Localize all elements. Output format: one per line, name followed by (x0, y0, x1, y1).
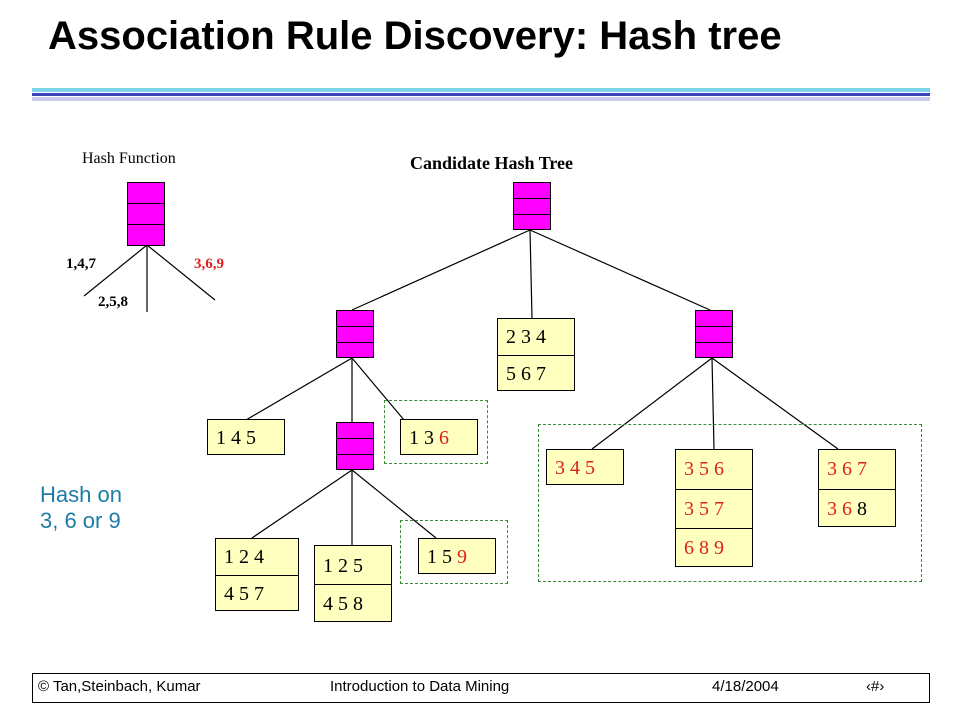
itemset-row: 3 6 7 (827, 458, 867, 480)
root-node (513, 182, 551, 230)
title-rule-purple (32, 93, 930, 96)
branch-label-147: 1,4,7 (66, 256, 96, 272)
edge-right-345 (591, 357, 713, 450)
bucket-125: 1 2 5 4 5 8 (314, 545, 392, 622)
bucket-124: 1 2 4 4 5 7 (215, 538, 299, 611)
edge-ll-124 (251, 469, 353, 539)
itemset-row: 5 6 7 (498, 355, 574, 391)
footer-authors: © Tan,Steinbach, Kumar (38, 678, 201, 695)
itemset-row: 4 5 7 (216, 575, 298, 611)
hash-on-line2: 3, 6 or 9 (40, 508, 121, 533)
bucket-159: 1 5 9 (418, 538, 496, 574)
edge-ll-159 (351, 469, 437, 539)
edge-left-136 (351, 357, 405, 421)
edge-root-middle (529, 229, 533, 319)
footer-page-number: ‹#› (866, 678, 885, 695)
title-rule-blue (32, 88, 930, 92)
legend-edge-right (146, 244, 216, 301)
dashed-group-136 (384, 400, 488, 464)
itemset-row: 4 5 8 (315, 584, 391, 622)
itemset-row: 1 5 9 (427, 546, 467, 568)
bucket-234: 2 3 4 5 6 7 (497, 318, 575, 391)
itemset-row: 1 3 6 (409, 427, 449, 449)
right-node (695, 310, 733, 358)
itemset-row: 6 8 9 (676, 528, 752, 566)
edge-root-left (351, 229, 531, 311)
itemset-row: 3 5 6 (684, 458, 724, 480)
left-node (336, 310, 374, 358)
edge-right-367 (711, 357, 839, 450)
edge-left-145 (245, 357, 353, 421)
dashed-group-159 (400, 520, 508, 584)
hash-on-line1: Hash on (40, 482, 122, 507)
lower-left-node (336, 422, 374, 470)
edge-right-356 (711, 357, 715, 450)
itemset-row: 1 2 4 (224, 546, 264, 568)
footer-course: Introduction to Data Mining (330, 678, 510, 695)
bucket-136: 1 3 6 (400, 419, 478, 455)
candidate-tree-label: Candidate Hash Tree (410, 153, 574, 173)
bucket-145: 1 4 5 (207, 419, 285, 455)
hash-function-node (127, 182, 165, 246)
title-rule-light (32, 97, 930, 101)
bucket-367: 3 6 7 3 6 8 (818, 449, 896, 527)
footer-bar (32, 673, 930, 703)
itemset-row: 3 4 5 (555, 457, 595, 479)
dashed-group-right (538, 424, 922, 582)
itemset-row: 3 6 8 (819, 489, 895, 527)
branch-label-258: 2,5,8 (98, 294, 128, 310)
slide-title: Association Rule Discovery: Hash tree (48, 14, 782, 58)
bucket-356: 3 5 6 3 5 7 6 8 9 (675, 449, 753, 567)
hash-function-label: Hash Function (82, 150, 176, 167)
itemset-row: 1 4 5 (216, 427, 256, 449)
itemset-row: 1 2 5 (323, 555, 363, 577)
bucket-345: 3 4 5 (546, 449, 624, 485)
edge-root-right (529, 229, 711, 311)
itemset-row: 2 3 4 (506, 326, 546, 348)
footer-date: 4/18/2004 (712, 678, 779, 695)
itemset-row: 3 5 7 (676, 489, 752, 528)
branch-label-369: 3,6,9 (194, 256, 224, 272)
hash-on-note: Hash on 3, 6 or 9 (40, 482, 122, 534)
legend-edge-left (83, 244, 148, 297)
